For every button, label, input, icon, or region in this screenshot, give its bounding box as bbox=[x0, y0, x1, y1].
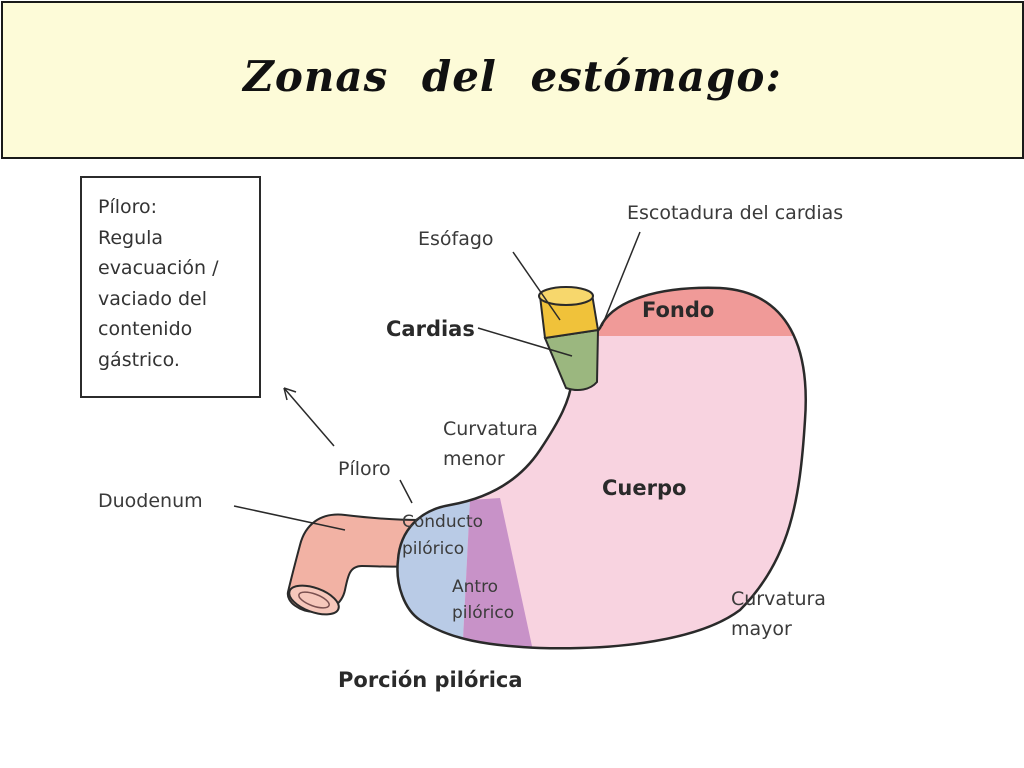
note-line: Regula bbox=[98, 226, 164, 249]
piloro-note-box: Píloro: Regula evacuación / vaciado del … bbox=[80, 176, 261, 398]
esofago-opening bbox=[538, 286, 594, 306]
note-line: contenido bbox=[98, 318, 193, 340]
page-title: Zonas del estómago: bbox=[243, 51, 782, 101]
title-banner: Zonas del estómago: bbox=[1, 1, 1024, 159]
stomach-outline bbox=[396, 286, 807, 650]
label-curvatura-menor-1: Curvatura bbox=[443, 418, 538, 440]
label-conducto-1: Conducto bbox=[402, 512, 484, 532]
note-arrow-line bbox=[283, 387, 335, 447]
leader-escotadura bbox=[601, 231, 641, 327]
cardias-region bbox=[543, 328, 600, 391]
label-piloro: Píloro bbox=[338, 458, 391, 480]
label-curvatura-menor-2: menor bbox=[443, 448, 505, 470]
label-porcion-pilorica: Porción pilórica bbox=[338, 668, 523, 692]
label-fondo: Fondo bbox=[642, 298, 715, 322]
label-curvatura-mayor-1: Curvatura bbox=[731, 588, 826, 610]
conducto-region bbox=[397, 480, 470, 649]
note-line: Píloro: bbox=[98, 196, 158, 218]
label-antro-2: pilórico bbox=[452, 603, 515, 623]
label-cuerpo: Cuerpo bbox=[602, 476, 687, 500]
label-conducto-2: pilórico bbox=[402, 539, 465, 559]
label-curvatura-mayor-2: mayor bbox=[731, 618, 792, 640]
note-arrow-head bbox=[283, 387, 297, 401]
leader-piloro bbox=[399, 479, 413, 504]
antro-region bbox=[462, 498, 535, 649]
label-antro-1: Antro bbox=[452, 577, 499, 597]
note-line: gástrico. bbox=[98, 348, 180, 371]
note-line: evacuación / bbox=[98, 257, 219, 279]
leader-cardias bbox=[477, 327, 573, 357]
label-esofago: Esófago bbox=[418, 228, 494, 250]
leader-esofago bbox=[512, 251, 561, 321]
duodenum-shape bbox=[286, 513, 421, 614]
duodenum-opening-inner bbox=[298, 591, 330, 609]
leader-duodenum bbox=[233, 505, 346, 531]
label-escotadura: Escotadura del cardias bbox=[627, 202, 844, 224]
label-duodenum: Duodenum bbox=[98, 490, 203, 512]
label-cardias: Cardias bbox=[386, 317, 475, 341]
note-line: vaciado del bbox=[98, 287, 208, 310]
